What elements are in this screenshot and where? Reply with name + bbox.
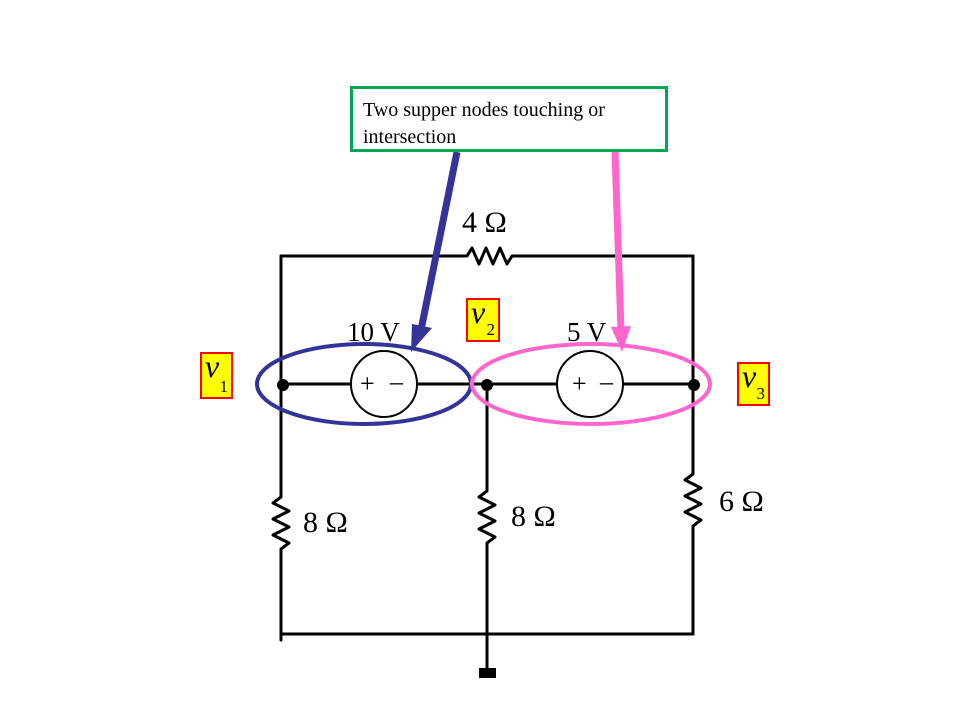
- node-label-v2: v 2: [466, 294, 500, 342]
- node-v3-symbol: v: [742, 358, 757, 394]
- node-dot-v2: [481, 379, 493, 391]
- source-left-minus: –: [390, 367, 403, 396]
- right-wire: [683, 254, 703, 636]
- circuit-wires: [271, 246, 703, 674]
- node-v1-symbol: v: [205, 348, 220, 384]
- right-supernode-ellipse: [470, 342, 712, 426]
- left-wire: [271, 254, 291, 642]
- source-right-minus: –: [600, 367, 613, 396]
- right-arrow: [611, 151, 631, 352]
- top-resistor-label: 4 Ω: [462, 206, 507, 239]
- source-left-label: 10 V: [347, 317, 400, 347]
- node-v1-subscript: 1: [219, 377, 229, 396]
- node-dot-v1: [277, 379, 289, 391]
- callout-text: Two supper nodes touching or intersectio…: [363, 99, 605, 148]
- supernode-callout: Two supper nodes touching or intersectio…: [350, 86, 668, 152]
- node-v2-subscript: 2: [486, 320, 496, 339]
- source-left-plus: +: [360, 369, 375, 398]
- left-resistor-label: 8 Ω: [303, 506, 348, 539]
- source-right-plus: +: [572, 369, 587, 398]
- middle-wire: [477, 382, 497, 674]
- voltage-source-10v: [350, 350, 418, 418]
- middle-resistor-label: 8 Ω: [511, 500, 556, 533]
- source-right-label: 5 V: [567, 317, 607, 347]
- node-v2-symbol: v: [471, 294, 486, 330]
- left-arrow: [411, 151, 461, 352]
- ground-symbol: [479, 668, 496, 678]
- node-dot-v3: [688, 379, 700, 391]
- right-resistor-label: 6 Ω: [719, 485, 764, 518]
- top-wire: [279, 246, 695, 266]
- node-v3-subscript: 3: [756, 384, 766, 403]
- voltage-source-5v: [556, 350, 624, 418]
- node-label-v3: v 3: [737, 358, 770, 406]
- node-label-v1: v 1: [200, 348, 233, 399]
